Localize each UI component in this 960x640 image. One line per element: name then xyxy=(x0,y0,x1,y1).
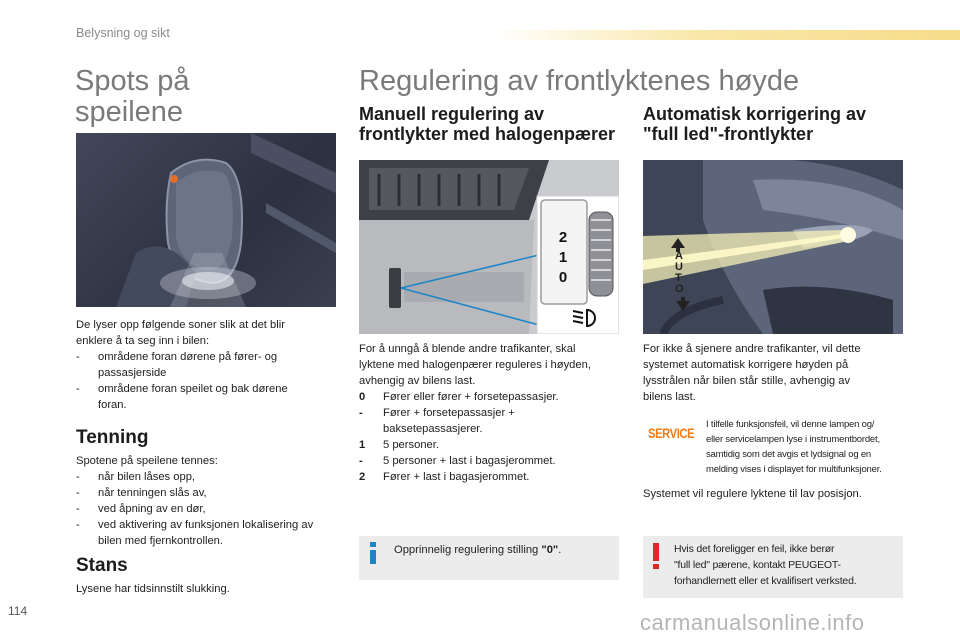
auto-heading: Automatisk korrigering av "full led"-fro… xyxy=(643,104,867,144)
dashboard-illustration xyxy=(359,160,619,334)
warning-box: Hvis det foreligger en feil, ikke berør … xyxy=(643,536,903,598)
watermark: carmanualsonline.info xyxy=(640,610,865,635)
info-box: Opprinnelig regulering stilling "0". xyxy=(359,536,619,580)
service-text: I tilfelle funksjonsfeil, vil denne lamp… xyxy=(706,419,882,475)
page-number: 114 xyxy=(8,604,28,618)
dial-labels: 2 1 0 xyxy=(558,229,568,286)
list-item: -når tenningen slås av, xyxy=(76,487,207,499)
service-warning-label: SERVICE xyxy=(648,425,695,441)
stans-heading: Stans xyxy=(76,555,128,576)
tenning-list: Spotene på speilene tennes: -når bilen l… xyxy=(76,453,346,549)
left-title: Spots på speilene xyxy=(75,65,190,128)
position-item: -5 personer + last i bagasjerommet. xyxy=(359,455,556,467)
stans-text: Lysene har tidsinnstilt slukking. xyxy=(76,583,230,595)
list-item: -når bilen låses opp, xyxy=(76,471,196,483)
spots-intro: De lyser opp følgende soner slik at det … xyxy=(76,317,346,413)
list-item: -ved åpning av en dør, xyxy=(76,503,206,515)
mirror-illustration xyxy=(116,133,336,307)
auto-label: AUTO xyxy=(675,250,684,295)
headlight-illustration xyxy=(643,160,903,334)
mirror-spot-image xyxy=(76,133,336,307)
warning-text: Hvis det foreligger en feil, ikke berør … xyxy=(674,543,857,587)
manual-heading: Manuell regulering av frontlykter med ha… xyxy=(359,104,616,144)
header-decoration-bar xyxy=(490,30,960,40)
auto-arrow xyxy=(671,238,685,257)
right-title: Regulering av frontlyktenes høyde xyxy=(359,65,800,97)
info-text: Opprinnelig regulering stilling "0". xyxy=(394,544,562,556)
list-item: - ved aktivering av funksjonen lokaliser… xyxy=(76,519,314,547)
warning-icon xyxy=(653,543,659,569)
dashboard-knob-image: 2 1 0 xyxy=(359,160,619,334)
section-header: Belysning og sikt xyxy=(76,26,170,40)
position-item: - Fører + forsetepassasjer +baksetepassa… xyxy=(359,407,515,435)
system-text: Systemet vil regulere lyktene til lav po… xyxy=(643,488,862,500)
tenning-heading: Tenning xyxy=(76,427,149,448)
info-icon xyxy=(370,542,376,564)
arrow-up-icon xyxy=(671,238,685,252)
arrow-down-icon xyxy=(676,297,690,311)
headlamp-icon xyxy=(572,308,596,328)
auto-text: For ikke å sjenere andre trafikanter, vi… xyxy=(643,343,861,403)
headlight-image: AUTO xyxy=(643,160,903,334)
manual-text: For å unngå å blende andre trafikanter, … xyxy=(359,341,623,485)
